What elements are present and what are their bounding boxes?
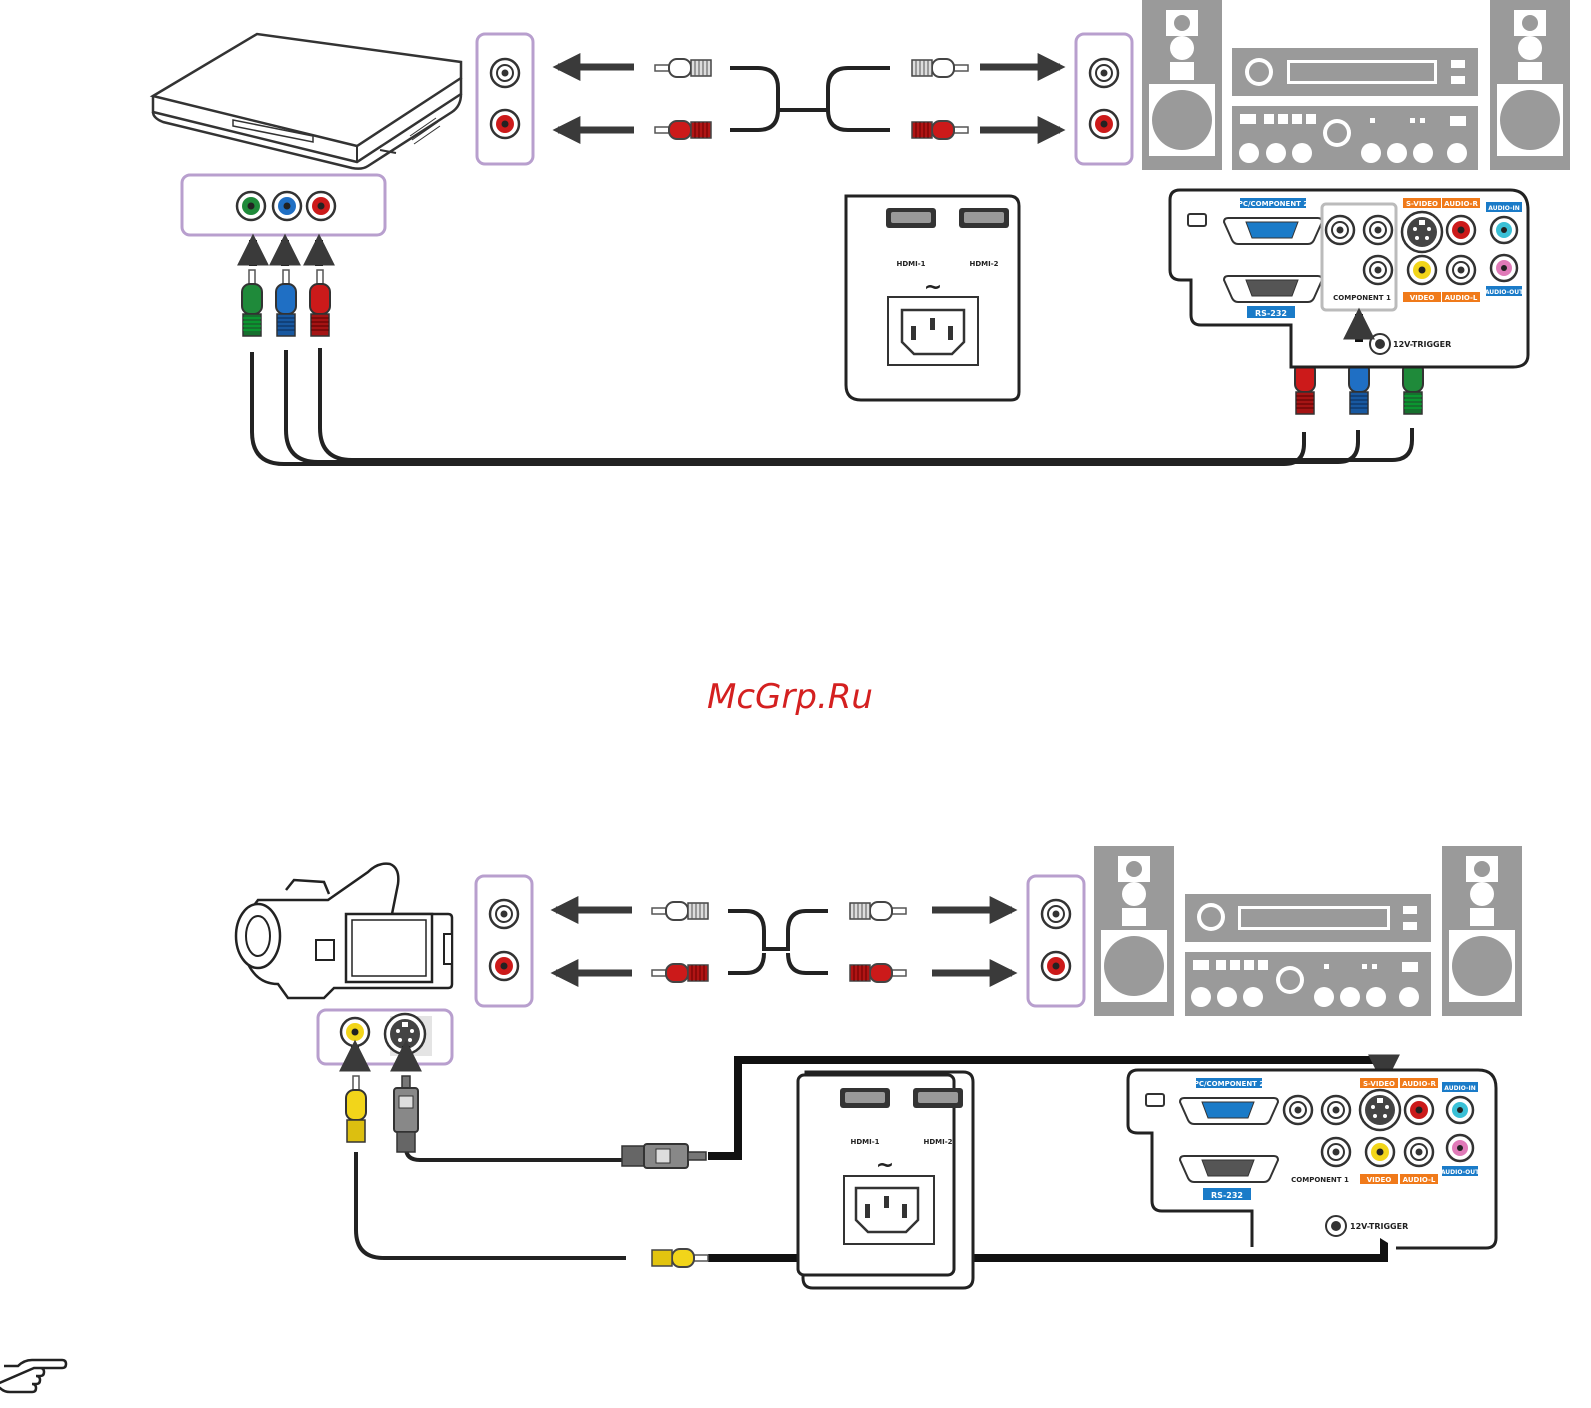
stereo-system-icon [1142,0,1570,170]
trigger-label: 12V-TRIGGER [1393,340,1451,349]
audio-r-label: AUDIO-R [1444,200,1478,208]
stereo-system-icon-2 [1094,846,1522,1016]
audio-r-label-2: AUDIO-R [1402,1080,1436,1088]
projector-power-panel-2: HDMI-1 HDMI-2 ~ [798,1072,973,1288]
projector-power-panel: HDMI-1 HDMI-2 ~ [846,196,1019,400]
camcorder-icon [236,864,452,998]
audio-in-label: AUDIO-IN [1488,205,1520,212]
dvd-audio-out-frame [477,34,533,164]
audio-out-label: AUDIO-OUT [1485,289,1524,296]
hdmi1-label: HDMI-1 [896,260,925,268]
projector-io-panel-2: PC/COMPONENT 2 RS-232 COMPONENT 1 S-VIDE… [1128,1070,1496,1248]
audio-arrows-2 [556,910,1012,973]
audio-cable [655,59,968,139]
component-jack-green [237,192,265,220]
audio-l-label-2: AUDIO-L [1403,1176,1436,1184]
ac-symbol-2: ~ [876,1153,894,1178]
audio-jack-red [491,110,519,138]
trigger-label-2: 12V-TRIGGER [1350,1222,1408,1231]
audio-l-label: AUDIO-L [1445,294,1478,302]
pc-component2-label-2: PC/COMPONENT 2 [1194,1080,1265,1088]
hdmi2-label-2: HDMI-2 [923,1138,952,1146]
audio-arrows [558,67,1060,130]
camcorder-audio-out-frame [476,876,532,1006]
hdmi1-label-2: HDMI-1 [850,1138,879,1146]
rs232-label-2: RS-232 [1211,1191,1243,1200]
audio-jack-white [491,59,519,87]
rs232-label: RS-232 [1255,309,1287,318]
stereo-audio-in-frame [1076,34,1132,164]
component-jack-red [307,192,335,220]
svg-text:PC/COMPONENT 2: PC/COMPONENT 2 [1238,200,1309,208]
audio-jack-red [1090,110,1118,138]
dvd-player-icon [153,34,461,169]
component-arrows [253,240,319,266]
audio-out-label-2: AUDIO-OUT [1441,1169,1480,1176]
pointing-hand-icon [0,1360,66,1392]
component1-label: COMPONENT 1 [1333,294,1391,302]
s-video-label-2: S-VIDEO [1363,1080,1395,1088]
hdmi2-label: HDMI-2 [969,260,998,268]
watermark: McGrp.Ru [707,677,873,717]
audio-in-label-2: AUDIO-IN [1444,1085,1476,1092]
stereo-audio-in-frame-2 [1028,876,1084,1006]
audio-jack-white [1090,59,1118,87]
audio-cable-2 [652,902,906,982]
projector-io-panel: PC/COMPONENT 2 RS-232 COMPONENT 1 S-VIDE… [1170,190,1528,367]
video-label: VIDEO [1410,294,1435,302]
component1-label-2: COMPONENT 1 [1291,1176,1349,1184]
component-jack-blue [273,192,301,220]
video-label-2: VIDEO [1367,1176,1392,1184]
s-video-label: S-VIDEO [1406,200,1438,208]
